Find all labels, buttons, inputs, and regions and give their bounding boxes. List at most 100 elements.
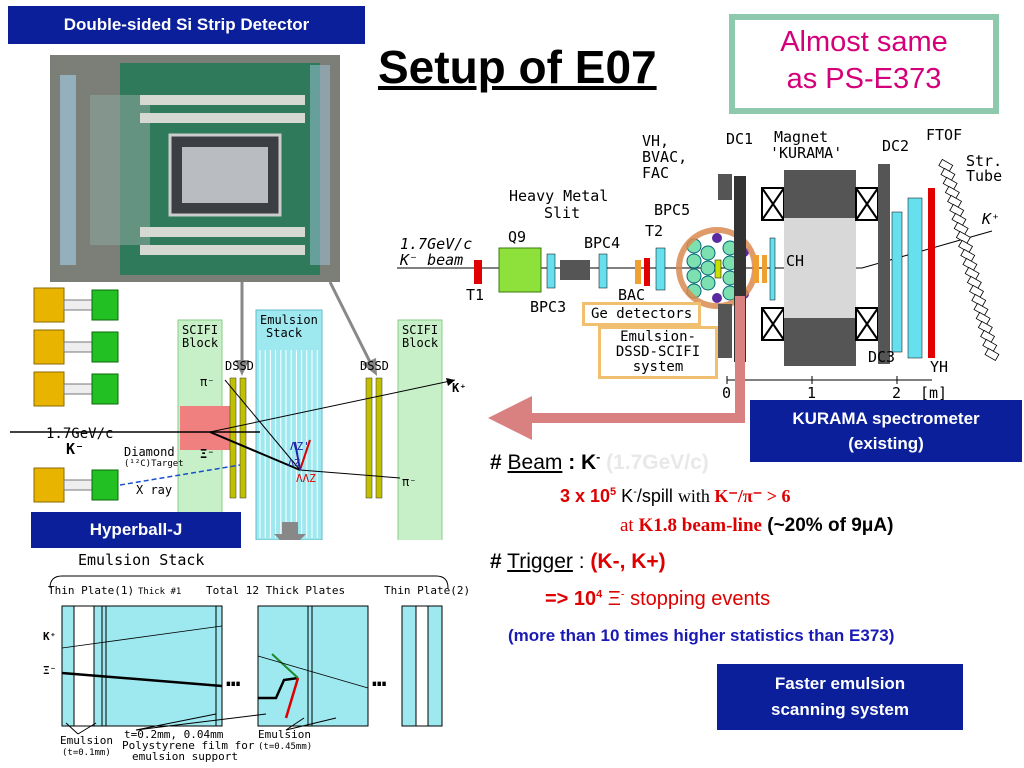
beam-colon: : K: [562, 451, 597, 474]
kplus-label: K⁺: [452, 381, 466, 395]
scifi-right-block: [397, 319, 443, 540]
total-plates-label: Total 12 Thick Plates: [206, 584, 345, 597]
pion-track: [224, 379, 301, 471]
bpc3-label: BPC3: [530, 298, 566, 316]
target-label: (¹²C)Target: [124, 459, 184, 469]
almost-same-box: Almost same as PS-E373: [729, 14, 999, 114]
emulsion-stack: [255, 309, 323, 540]
rate-spill: /spill: [636, 486, 678, 506]
beam-momentum-label: 1.7GeV/c: [400, 235, 472, 253]
dssd-left-bar1: [229, 377, 237, 499]
rate-k: K: [616, 486, 634, 506]
rate-with: with: [677, 486, 710, 506]
dssd-left-label: DSSD: [225, 359, 254, 373]
emulsion-stack-label2: Stack: [266, 326, 303, 340]
diamond-target: [180, 406, 230, 450]
pi-minus2-label: π⁻: [402, 475, 416, 489]
stopping-count: => 10: [545, 588, 597, 610]
plates-xi: Ξ⁻: [43, 664, 56, 677]
t1-counter: [474, 260, 482, 284]
heavy-metal-slit: [560, 260, 590, 280]
rate-gt6: > 6: [762, 486, 791, 506]
beamline-at-line: at K1.8 beam-line (~20% of 9μA): [620, 515, 893, 537]
ftof-label: FTOF: [926, 126, 962, 144]
bpc4-label: BPC4: [584, 234, 620, 252]
beam-hash: #: [490, 451, 502, 474]
t1-label: T1: [466, 286, 484, 304]
scifi-left-label2: Block: [182, 336, 219, 350]
beam-line-text: # Beam : K- (1.7GeV/c): [490, 450, 709, 475]
dc2-chamber: [891, 211, 903, 353]
slit-label: Slit: [544, 204, 580, 222]
scale-1: 1: [807, 384, 816, 400]
bpc3-chamber: [546, 253, 556, 289]
thin-plate2-label: Thin Plate(2): [384, 584, 470, 597]
pointer-arrow: [488, 296, 745, 440]
scifi-left-label1: SCIFI: [182, 323, 218, 337]
double-lambda-label: ΛΛZ: [296, 472, 316, 485]
dssd-title-tag: Double-sided Si Strip Detector: [8, 6, 365, 44]
fac-label: FAC: [642, 164, 669, 182]
rate-ratio: K⁻/π⁻: [709, 486, 763, 506]
trigger-value: (K-, K+): [590, 550, 666, 573]
rate-value: 3 x 10: [560, 486, 611, 506]
dssd-right-label: DSSD: [360, 359, 389, 373]
faster-emulsion-tag: Faster emulsion scanning system: [717, 664, 963, 730]
dssd-right-bar1: [365, 377, 373, 499]
rate-line: 3 x 105 K-/spill with K⁻/π⁻ > 6: [560, 486, 791, 507]
hyperball-tag: Hyperball-J: [31, 512, 241, 548]
xi-label: Ξ⁻: [200, 447, 214, 461]
emulsion-left-label: Emulsion: [60, 734, 113, 747]
diamond-label: Diamond: [124, 445, 175, 459]
beam-intensity: (~20% of 9μA): [761, 515, 894, 536]
scale-unit: [m]: [920, 384, 947, 400]
momentum-label: 1.7GeV/c: [46, 426, 113, 442]
stopping-line: => 104 Ξ- stopping events: [545, 588, 770, 611]
kplus-out-label: K⁺: [981, 210, 1000, 228]
kurama-tag-text: KURAMA spectrometer (existing): [792, 409, 980, 453]
scale-2: 2: [892, 384, 901, 400]
scifi-right-label2: Block: [402, 336, 439, 350]
dc2-label: DC2: [882, 137, 909, 155]
ellipsis-left: …: [226, 664, 240, 692]
faster-emulsion-text: Faster emulsion scanning system: [771, 674, 909, 719]
setup-diagram: SCIFI Block Emulsion Stack SCIFI Block D…: [10, 281, 466, 540]
emulsion-system-line3: system: [632, 359, 684, 375]
double-lambda-track: [299, 439, 311, 471]
bac-counter: [635, 260, 641, 284]
rate-exp: 5: [610, 486, 617, 498]
vh-label: VH,: [642, 132, 669, 150]
stopping-xi: Ξ: [602, 588, 621, 610]
rate-minus: -: [633, 486, 637, 498]
t2-counter: [644, 258, 650, 286]
ellipsis-right: …: [372, 664, 386, 692]
at-word: at: [620, 515, 634, 536]
stopping-xi-minus: -: [620, 588, 625, 601]
q9-label: Q9: [508, 228, 526, 246]
scale-0: 0: [722, 384, 731, 400]
beamline-schematic: 1.7GeV/c K⁻ beam T1 Q9 BPC3 Heavy Metal …: [397, 126, 1002, 400]
emulsion-system-line1: Emulsion-: [620, 329, 696, 345]
q9-magnet: [498, 247, 542, 293]
bpc5-label: BPC5: [654, 201, 690, 219]
kplus-track: [209, 379, 456, 433]
str-label: Str.: [966, 152, 1002, 170]
emulsion-system-line2: DSSD-SCIFI: [615, 344, 701, 360]
kurama-label: 'KURAMA': [770, 144, 842, 162]
emulsion-stack-title: Emulsion Stack: [78, 551, 204, 569]
lambda-z-prime-label: ΛZ': [290, 440, 310, 453]
pion2-track: [299, 469, 401, 479]
bvac-counter: [762, 255, 767, 283]
xray-label: X ray: [136, 483, 172, 497]
plate-block-mid: [257, 605, 369, 727]
xi-track: [209, 431, 301, 471]
almost-same-text: Almost same as PS-E373: [780, 26, 948, 95]
dssd-photo: [50, 55, 340, 282]
dssd-photo-drawing: [50, 55, 340, 282]
fac-counter: [754, 255, 759, 283]
lambda-track: [294, 441, 301, 471]
yh-label: YH: [930, 358, 948, 376]
emulsion-right-thickness: (t=0.45mm): [258, 742, 312, 752]
trigger-label: Trigger: [507, 550, 573, 573]
emulsion-right-label: Emulsion: [258, 728, 311, 741]
